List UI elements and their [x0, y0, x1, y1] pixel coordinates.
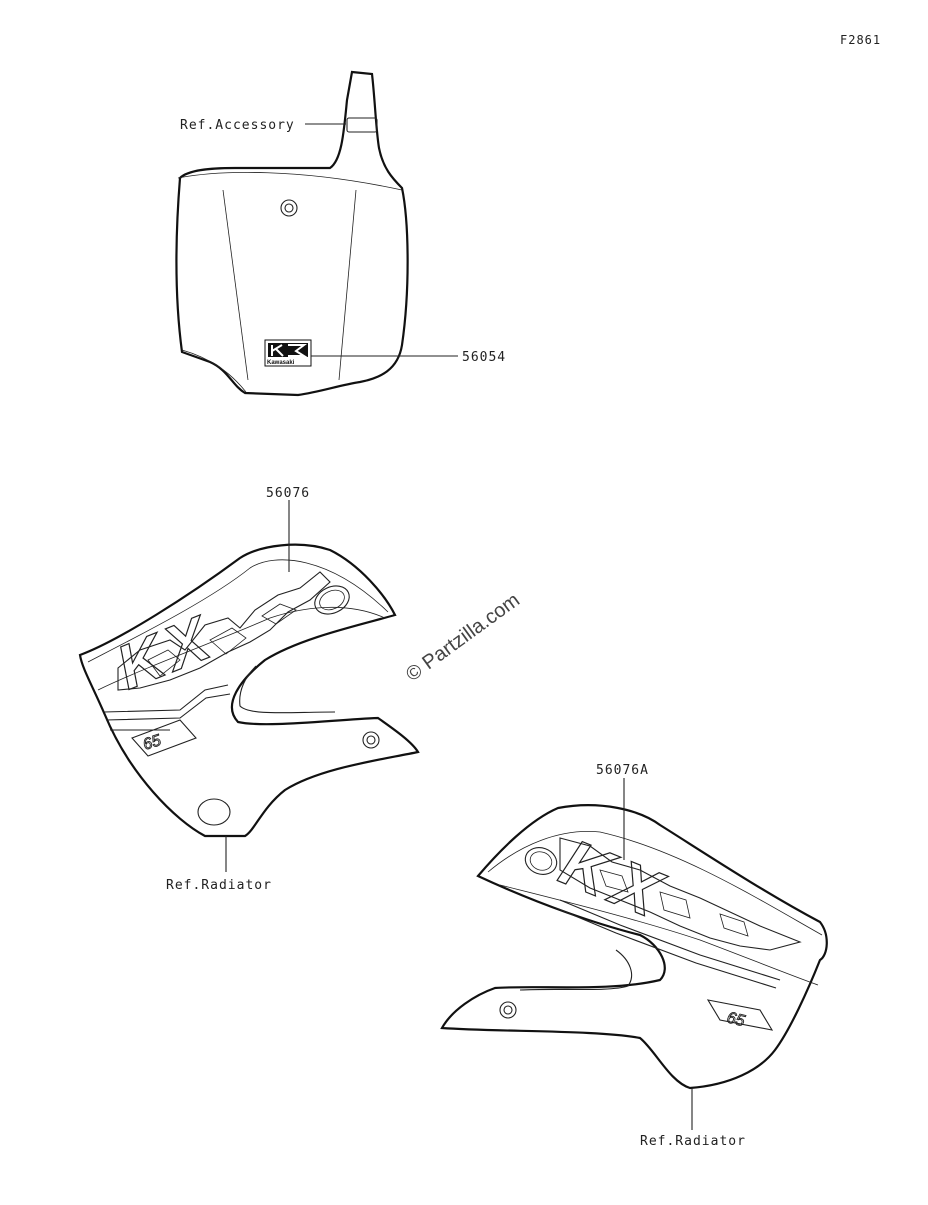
mount-hole-icon-right — [499, 1001, 517, 1019]
plate-top-edge — [177, 172, 403, 191]
mount-hole-icon-left — [362, 731, 380, 749]
left-radiator-shroud — [78, 543, 420, 838]
kx-text-left: KX — [107, 602, 224, 703]
mount-slot — [346, 117, 378, 133]
displacement-badge-right: 65 — [706, 999, 774, 1031]
front-number-plate — [175, 70, 409, 397]
label-56076A: 56076A — [596, 763, 649, 778]
number-plate-group: Kawasaki Ref.Accessory 56054 — [175, 70, 506, 397]
kawasaki-logo-decal: Kawasaki — [264, 339, 312, 367]
left-shroud-stripe-1 — [103, 684, 229, 713]
left-shroud-stripe-2 — [105, 693, 231, 721]
tank-cap-icon-right — [524, 847, 558, 875]
figure-id: F2861 — [840, 33, 881, 47]
label-56076: 56076 — [266, 486, 310, 501]
displacement-text-right: 65 — [725, 1009, 746, 1030]
right-shroud-stripe-2 — [555, 907, 777, 989]
kx-graphic-right: KX — [550, 824, 802, 951]
left-shroud-band-outer — [87, 559, 389, 663]
lower-hole-left — [197, 798, 231, 826]
plate-bottom-edge — [181, 349, 247, 393]
right-shroud-band-inner — [499, 884, 819, 986]
label-56054: 56054 — [462, 350, 506, 365]
right-shroud-group: KX 65 56076A Ref.Radiator — [440, 763, 828, 1149]
watermark: © Partzilla.com — [402, 589, 524, 686]
label-ref-radiator-2: Ref.Radiator — [640, 1134, 746, 1149]
displacement-text-left: 65 — [141, 732, 163, 754]
brand-text: Kawasaki — [267, 360, 295, 366]
plate-inner-line-right — [338, 189, 357, 381]
left-shroud-inner-cut — [239, 665, 336, 714]
right-shroud-band-outer — [487, 831, 823, 936]
kx-graphic-left: KX — [107, 571, 331, 704]
label-ref-accessory: Ref.Accessory — [180, 118, 295, 133]
label-ref-radiator-1: Ref.Radiator — [166, 878, 272, 893]
displacement-badge-left: 65 — [131, 719, 197, 757]
right-radiator-shroud — [440, 804, 828, 1090]
plate-inner-line-left — [222, 189, 249, 381]
tank-cap-icon-left — [314, 585, 350, 615]
mount-hole-icon — [280, 199, 298, 217]
left-shroud-group: KX 65 56076 Ref.Radiator — [78, 486, 420, 893]
right-shroud-inner-cut — [519, 949, 633, 991]
right-shroud-stripe-1 — [559, 899, 781, 981]
